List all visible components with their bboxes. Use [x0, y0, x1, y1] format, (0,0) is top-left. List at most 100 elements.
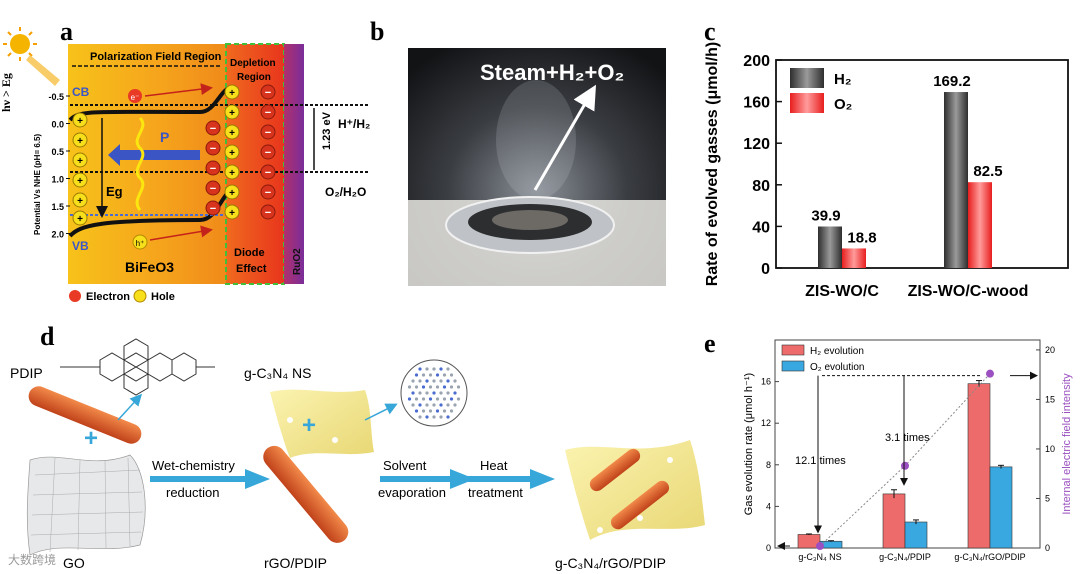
chart-c-bar — [842, 248, 866, 268]
chart-e-ytick-label: 16 — [761, 377, 771, 387]
chart-e-ytick-right-label: 10 — [1045, 444, 1055, 454]
rgo-pdip-label: rGO/PDIP — [264, 555, 327, 571]
chart-e-bar — [882, 493, 906, 549]
go-label: GO — [63, 555, 85, 571]
negative-charge-icon — [205, 140, 221, 156]
gcn-lattice — [407, 367, 461, 419]
illumination-label: hν > Eg — [0, 73, 13, 112]
solvent-arrow — [380, 476, 450, 482]
pdip-rod — [28, 386, 142, 444]
negative-charge-symbol: − — [265, 107, 271, 119]
composite-pore — [597, 527, 603, 533]
negative-charge-symbol: − — [210, 143, 216, 155]
gcn-sheet — [270, 389, 374, 458]
lattice-atom — [435, 397, 440, 401]
chart-e-bar — [904, 521, 928, 549]
lattice-atom — [449, 409, 454, 413]
polarization-region-label: Polarization Field Region — [90, 51, 222, 63]
heat-arrow-head — [530, 469, 555, 489]
positive-charge-icon — [224, 124, 240, 140]
lattice-atom — [449, 397, 454, 401]
solvent-label-2: evaporation — [378, 485, 446, 500]
composite-label: g-C₃N₄/rGO/PDIP — [555, 555, 666, 571]
ruo2-block — [284, 44, 304, 284]
negative-charge-icon — [260, 124, 276, 140]
pdip-molecule — [60, 338, 215, 396]
lattice-atom — [414, 385, 419, 389]
lattice-atom — [414, 373, 419, 377]
chart-e-legend-label: H₂ evolution — [810, 346, 864, 357]
panel-label-c: c — [704, 17, 716, 46]
positive-charge-symbol: + — [77, 156, 83, 167]
positive-charge-symbol: + — [77, 116, 83, 127]
negative-charge-symbol: − — [210, 203, 216, 215]
positive-charge-icon — [72, 192, 88, 208]
lattice-atom — [428, 385, 433, 389]
chart-c-ytick-label: 80 — [752, 178, 770, 195]
wood-center — [492, 210, 568, 230]
lattice-atom — [428, 409, 433, 413]
lattice-atom — [456, 385, 461, 389]
chart-c-legend-label: H₂ — [834, 71, 852, 88]
positive-charge-icon — [224, 104, 240, 120]
legend-electron-icon — [69, 290, 81, 302]
potential-tick-label: -0.5 — [48, 92, 64, 102]
sun-icon — [3, 27, 60, 86]
lattice-atom — [446, 415, 450, 419]
lattice-atom — [418, 403, 422, 407]
panel-label-d: d — [40, 322, 55, 351]
chart-e-category-label: g-C₃N₄ NS — [798, 552, 841, 562]
heat-label-2: treatment — [468, 485, 523, 500]
chart-c-ylabel: Rate of evolved gasses (μmol/h) — [704, 42, 721, 287]
go-sheet — [26, 454, 146, 556]
chart-c-value-label: 169.2 — [933, 73, 971, 90]
lattice-atom — [442, 385, 447, 389]
vb-label: VB — [72, 239, 89, 253]
panel-label-a: a — [60, 17, 73, 46]
chart-e-legend-swatch — [781, 360, 805, 372]
composite-rod-2 — [610, 480, 670, 530]
lattice-atom — [435, 373, 440, 377]
chart-c-bar — [968, 182, 992, 268]
panel-label-b: b — [370, 17, 384, 46]
chart-e-ylabel-right: Internal electric field intensity — [1061, 373, 1073, 515]
negative-charge-symbol: − — [265, 207, 271, 219]
lattice-atom — [418, 379, 422, 383]
lattice-atom — [446, 379, 450, 383]
negative-charge-symbol: − — [210, 183, 216, 195]
cb-label: CB — [72, 85, 90, 99]
chart-c-value-label: 82.5 — [973, 163, 1002, 180]
chart-e-bar — [967, 383, 991, 549]
solvent-label-1: Solvent — [383, 458, 427, 473]
panel-a: a hν > Eg Polarization Field Region Depl… — [0, 17, 370, 303]
lattice-atom — [411, 379, 415, 383]
lattice-atom — [435, 409, 440, 413]
gcn-ns-label: g-C₃N₄ NS — [244, 365, 311, 381]
chart-c-value-label: 39.9 — [811, 208, 840, 225]
lattice-atom — [407, 385, 412, 389]
ev-gap-label: 1.23 eV — [321, 111, 333, 150]
lattice-atom — [421, 397, 426, 401]
diode-label-1: Diode — [234, 247, 265, 259]
negative-charge-icon — [205, 180, 221, 196]
depletion-label-2: Region — [237, 72, 271, 83]
electron-arrow — [144, 83, 213, 97]
panel-d: d PDIP + GO 大数跨境 g-C₃N₄ NS — [8, 322, 705, 571]
negative-charge-icon — [260, 144, 276, 160]
lattice-atom — [432, 391, 436, 395]
lattice-atom — [425, 379, 429, 383]
legend-hole-label: Hole — [151, 291, 175, 303]
go-mesh — [30, 457, 144, 553]
hole-arrow — [149, 225, 213, 241]
positive-charge-symbol: + — [229, 188, 235, 199]
electron-icon — [128, 89, 142, 103]
chart-e-ytick-label: 0 — [766, 543, 771, 553]
positive-charge-icon — [224, 144, 240, 160]
positive-charge-symbol: + — [77, 214, 83, 225]
composite-sheet — [565, 440, 705, 540]
valence-band-curve — [68, 188, 232, 238]
heat-arrow — [460, 476, 530, 482]
